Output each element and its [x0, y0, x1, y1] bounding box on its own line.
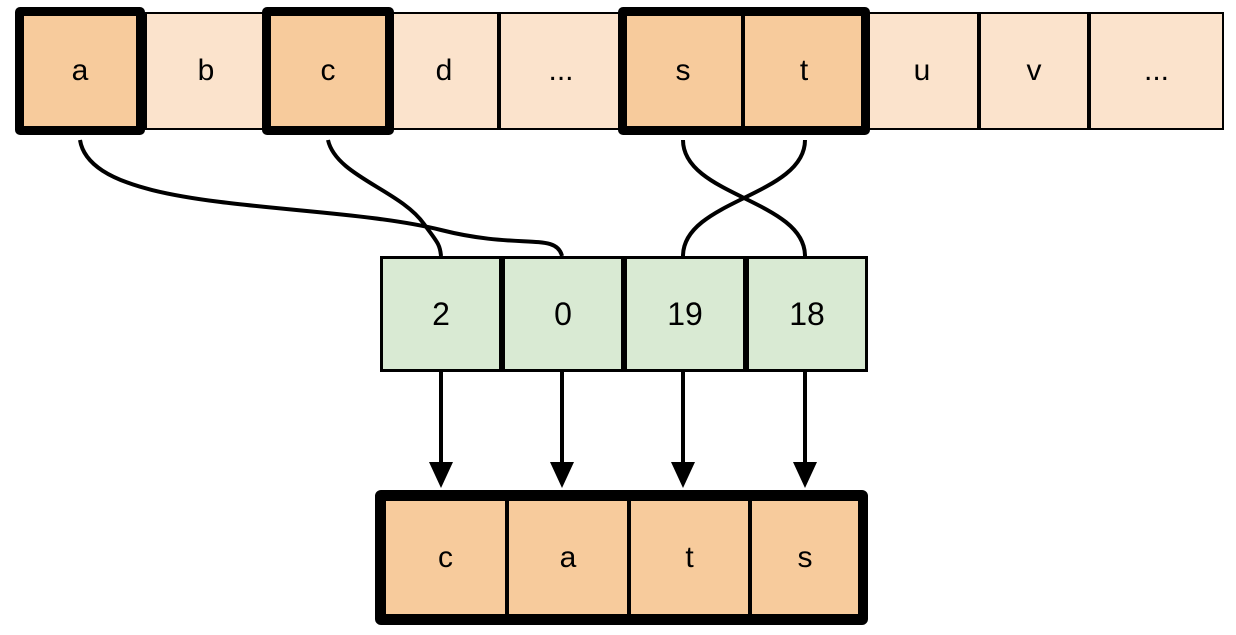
curve-t-to-slot-2 [681, 139, 807, 257]
result-cell-1[interactable]: a [507, 499, 629, 616]
alphabet-cell-s[interactable]: s [623, 12, 743, 130]
result-cell-0-label: c [438, 540, 453, 574]
result-cell-1-label: a [559, 540, 577, 574]
index-cell-1-label: 0 [554, 296, 572, 332]
index-cell-2[interactable]: 19 [624, 256, 746, 372]
curve-s-to-slot-3 [681, 139, 807, 257]
result-cell-2[interactable]: t [629, 499, 750, 616]
index-cell-2-label: 19 [667, 296, 703, 332]
alphabet-cell-v-label: v [1026, 54, 1042, 87]
arrow-slot-1 [550, 372, 574, 488]
index-cell-1[interactable]: 0 [502, 256, 624, 372]
result-cell-0[interactable]: c [384, 499, 507, 616]
alphabet-cell-t-label: t [799, 54, 809, 87]
arrow-slot-3 [793, 372, 817, 488]
index-cell-3[interactable]: 18 [746, 256, 868, 372]
result-row: c a t s [375, 490, 868, 625]
arrow-slot-2 [671, 372, 695, 488]
curve-c-to-slot-0 [326, 139, 443, 257]
index-cell-0-label: 2 [432, 296, 450, 332]
alphabet-cell-b[interactable]: b [145, 12, 267, 130]
alphabet-cell-u[interactable]: u [865, 12, 979, 130]
alphabet-cell-d[interactable]: d [389, 12, 499, 130]
result-cell-3-label: s [797, 540, 813, 574]
alphabet-cell-ellipsis-2[interactable]: ... [1089, 12, 1224, 130]
index-cell-0[interactable]: 2 [380, 256, 502, 372]
alphabet-cell-ellipsis-2-label: ... [1143, 54, 1169, 87]
alphabet-cell-ellipsis-1-label: ... [548, 54, 574, 87]
index-cell-3-label: 18 [789, 296, 825, 332]
arrow-slot-0 [429, 372, 453, 488]
alphabet-cell-c[interactable]: c [267, 12, 389, 130]
alphabet-cell-s-label: s [675, 54, 691, 87]
alphabet-cell-d-label: d [435, 54, 453, 87]
alphabet-row: a b c d ... s t u v ... [0, 0, 1236, 150]
alphabet-cell-a-label: a [71, 54, 89, 87]
alphabet-cell-t[interactable]: t [743, 12, 865, 130]
curve-a-to-slot-1 [78, 139, 564, 257]
alphabet-cell-ellipsis-1[interactable]: ... [499, 12, 623, 130]
alphabet-cell-c-label: c [320, 54, 336, 87]
alphabet-cell-v[interactable]: v [979, 12, 1089, 130]
result-cell-3[interactable]: s [750, 499, 860, 616]
alphabet-cell-u-label: u [913, 54, 931, 87]
index-row: 2 0 19 18 [380, 256, 868, 372]
alphabet-cell-a[interactable]: a [15, 12, 145, 130]
alphabet-cell-b-label: b [197, 54, 215, 87]
result-cell-2-label: t [685, 540, 694, 574]
